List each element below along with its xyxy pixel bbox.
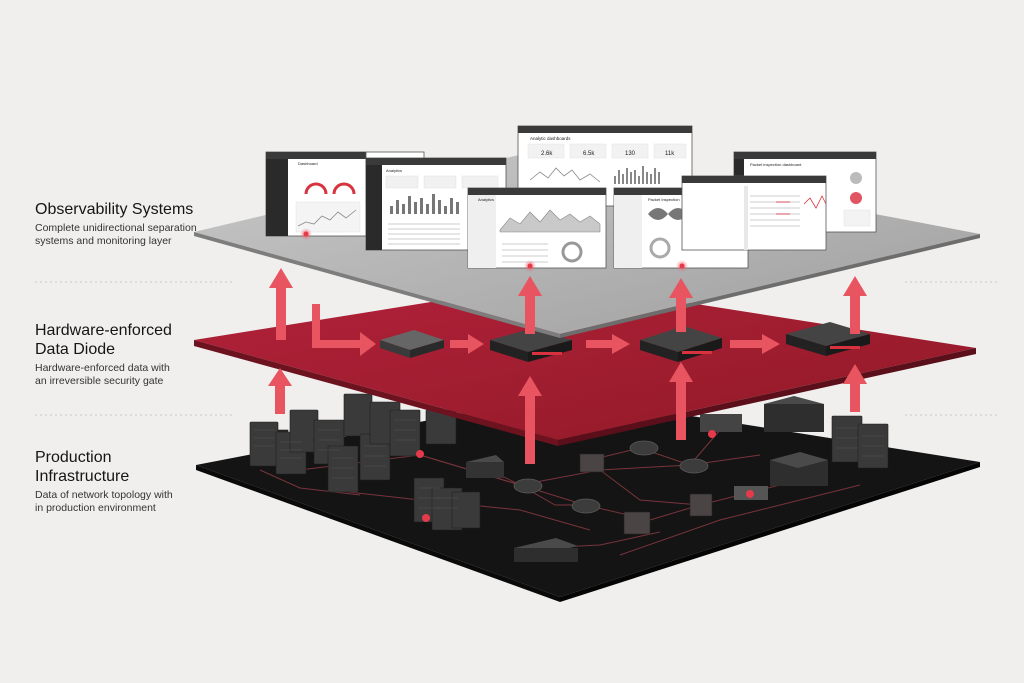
layer-title: Production Infrastructure bbox=[35, 448, 225, 486]
description-line: systems and monitoring layer bbox=[35, 235, 172, 247]
diode-appliance bbox=[786, 322, 870, 356]
arrow-up bbox=[518, 276, 542, 334]
arrow-up bbox=[843, 364, 867, 412]
arrow-up bbox=[843, 276, 867, 334]
title-line: Infrastructure bbox=[35, 468, 130, 485]
title-line: Data Diode bbox=[35, 341, 116, 358]
title-line: Hardware-enforced bbox=[35, 322, 172, 339]
network-switch bbox=[466, 396, 828, 562]
description-line: Complete unidirectional separation bbox=[35, 222, 197, 234]
arrow-right bbox=[450, 334, 484, 354]
dashboard-window: Analytics bbox=[467, 187, 607, 272]
layer-description: Data of network topology with in product… bbox=[35, 489, 225, 515]
description-line: an irreversible security gate bbox=[35, 375, 164, 387]
diode-appliance bbox=[380, 330, 444, 358]
description-line: Hardware-enforced data with bbox=[35, 362, 170, 374]
production-plane bbox=[196, 393, 980, 602]
dashboard-title: Analytics bbox=[386, 168, 402, 173]
description-line: in production environment bbox=[35, 502, 156, 514]
stat-value: 11k bbox=[665, 151, 675, 157]
dashboard-title: Dashboard bbox=[298, 161, 318, 166]
dashboard-title: Analytics bbox=[478, 197, 494, 202]
label-observability: Observability Systems Complete unidirect… bbox=[35, 200, 225, 248]
arrow-right bbox=[586, 334, 630, 354]
arrow-up bbox=[669, 278, 693, 332]
label-data-diode: Hardware-enforced Data Diode Hardware-en… bbox=[35, 321, 225, 388]
diode-appliance bbox=[640, 326, 722, 362]
dashboard-title: Analytic dashboards bbox=[530, 136, 571, 141]
arrow-up bbox=[268, 368, 292, 414]
layer-title: Hardware-enforced Data Diode bbox=[35, 321, 225, 359]
arrow-right bbox=[730, 334, 780, 354]
stat-value: 6.5k bbox=[583, 151, 595, 157]
stat-value: 130 bbox=[625, 151, 636, 157]
server-rack bbox=[249, 393, 889, 531]
upward-flow-arrows-upper bbox=[269, 268, 867, 340]
data-diode-plane bbox=[194, 282, 976, 446]
arrow-up bbox=[518, 376, 542, 464]
l-shaped-arrow bbox=[312, 304, 376, 356]
label-production: Production Infrastructure Data of networ… bbox=[35, 448, 225, 515]
dashboard-window: Dashboard bbox=[265, 151, 367, 240]
dashboard-title: Packet Inspection bbox=[648, 197, 680, 202]
stat-value: 2.6k bbox=[541, 151, 553, 157]
arrow-up bbox=[669, 362, 693, 440]
layer-title: Observability Systems bbox=[35, 201, 194, 218]
horizontal-flow-arrows bbox=[312, 304, 780, 356]
dashboard-window bbox=[681, 175, 827, 251]
layer-description: Hardware-enforced data with an irreversi… bbox=[35, 362, 225, 388]
title-line: Production bbox=[35, 449, 112, 466]
upward-flow-arrows-lower bbox=[268, 362, 867, 464]
layer-description: Complete unidirectional separation syste… bbox=[35, 222, 225, 248]
dashboard-title: Packet inspection dashboard bbox=[750, 162, 801, 167]
description-line: Data of network topology with bbox=[35, 489, 173, 501]
arrow-up bbox=[269, 268, 293, 340]
